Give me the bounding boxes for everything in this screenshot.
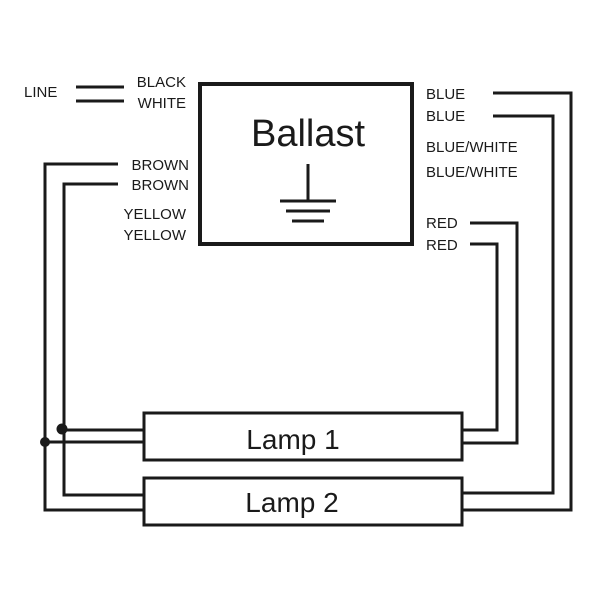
white-label: WHITE	[138, 95, 186, 112]
lamp-1: Lamp 1	[142, 411, 464, 462]
junction-dot-1	[56, 423, 68, 435]
lamp-2-label: Lamp 2	[245, 487, 338, 518]
red-wire-2	[462, 242, 499, 432]
blue-white-label-2: BLUE/WHITE	[426, 164, 518, 181]
red-label-2: RED	[426, 237, 458, 254]
ballast-box: Ballast	[198, 82, 414, 246]
lamp-2: Lamp 2	[142, 476, 464, 527]
blue-wire-2	[462, 114, 555, 495]
wires	[43, 85, 573, 512]
ground-icon	[280, 164, 336, 223]
blue-wire-1	[462, 91, 573, 512]
ballast-title: Ballast	[251, 113, 365, 155]
brown-label-1: BROWN	[132, 157, 190, 174]
lamp-2-tube	[142, 476, 464, 527]
right-labels: BLUE BLUE BLUE/WHITE BLUE/WHITE RED RED	[426, 86, 518, 254]
line-label: LINE	[24, 84, 57, 101]
lamp-1-label: Lamp 1	[246, 424, 339, 455]
left-labels: LINE BLACK WHITE BROWN BROWN YELLOW YELL…	[24, 74, 189, 244]
brown-label-2: BROWN	[132, 177, 190, 194]
black-label: BLACK	[137, 74, 186, 91]
blue-white-label-1: BLUE/WHITE	[426, 139, 518, 156]
lamp-1-tube	[142, 411, 464, 462]
red-wire-1	[462, 221, 519, 445]
yellow-label-2: YELLOW	[123, 227, 186, 244]
ballast-outline	[198, 82, 414, 246]
red-label-1: RED	[426, 215, 458, 232]
blue-label-2: BLUE	[426, 108, 465, 125]
brown-wire-2	[62, 182, 144, 497]
blue-label-1: BLUE	[426, 86, 465, 103]
junction-dot-2	[40, 437, 50, 447]
yellow-label-1: YELLOW	[123, 206, 186, 223]
brown-wire-1	[43, 162, 144, 512]
